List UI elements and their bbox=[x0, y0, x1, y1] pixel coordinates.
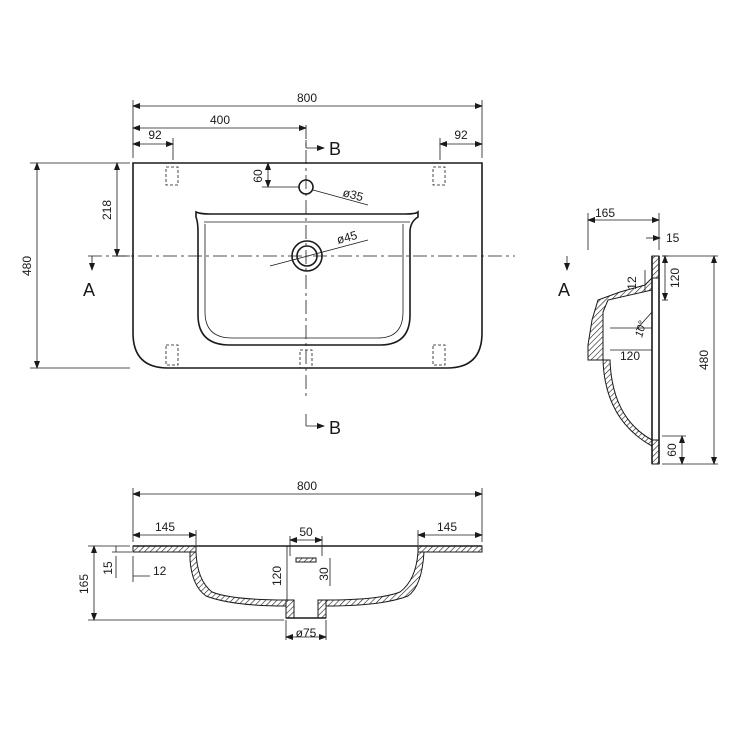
dim-top-drain-hole: ø45 bbox=[335, 228, 359, 247]
dim-front-rim: 15 bbox=[101, 561, 115, 575]
dim-top-depth: 480 bbox=[20, 256, 34, 276]
dim-front-depth: 165 bbox=[77, 574, 91, 594]
section-a-left: A bbox=[83, 280, 95, 300]
dim-top-tap-hole: ø35 bbox=[341, 185, 365, 204]
mount-slot-bottom-left bbox=[165, 344, 179, 366]
dim-front-outlet: ø75 bbox=[296, 626, 317, 640]
dim-top-width: 800 bbox=[297, 91, 317, 105]
dim-side-lip: 12 bbox=[625, 276, 639, 290]
bowl-outline bbox=[195, 210, 419, 346]
basin-outline bbox=[132, 162, 483, 369]
dim-top-half-width: 400 bbox=[210, 113, 230, 127]
dim-front-lip: 12 bbox=[153, 564, 167, 578]
dim-side-depth: 165 bbox=[595, 206, 615, 220]
dim-front-right-deck: 145 bbox=[437, 520, 457, 534]
side-view: 165 15 12 120 10° 120 480 60 bbox=[587, 206, 718, 465]
mount-slot-bottom-right bbox=[432, 344, 446, 366]
dim-side-bowl: 120 bbox=[620, 349, 640, 363]
dim-top-left-edge: 92 bbox=[148, 128, 162, 142]
mount-slot-top-left bbox=[165, 166, 179, 186]
dim-side-rim: 15 bbox=[666, 231, 680, 245]
dim-top-tap-offset: 60 bbox=[251, 169, 265, 183]
section-a-right: A bbox=[558, 280, 570, 300]
bowl-inner bbox=[204, 224, 404, 339]
section-b-bottom: B bbox=[329, 418, 341, 438]
dim-front-overflow-width: 50 bbox=[299, 525, 313, 539]
mount-slot-top-right bbox=[432, 166, 446, 186]
dim-top-right-edge: 92 bbox=[454, 128, 468, 142]
front-view: 800 145 145 50 165 15 12 120 30 bbox=[77, 479, 483, 640]
dim-side-deck: 120 bbox=[668, 268, 682, 288]
dim-front-overflow-height: 30 bbox=[317, 567, 331, 581]
dim-front-left-deck: 145 bbox=[155, 520, 175, 534]
dim-front-width: 800 bbox=[297, 479, 317, 493]
dim-side-back: 60 bbox=[665, 443, 679, 457]
top-view: 800 400 92 92 480 218 60 ø35 ø45 A bbox=[20, 91, 570, 438]
dim-side-slope: 10° bbox=[633, 319, 649, 339]
section-b-top: B bbox=[329, 139, 341, 159]
dim-top-bowl-offset: 218 bbox=[100, 200, 114, 220]
dim-side-total-depth: 480 bbox=[697, 350, 711, 370]
dim-front-bowl-depth: 120 bbox=[270, 566, 284, 586]
